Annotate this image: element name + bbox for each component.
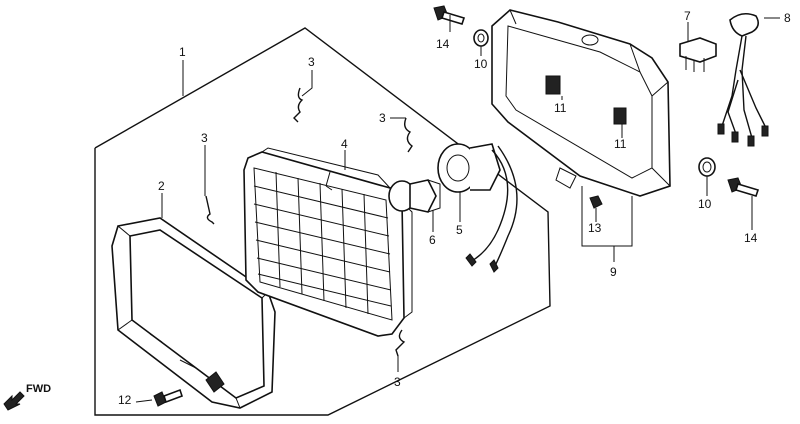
label-part-3-left: 3 bbox=[201, 131, 208, 145]
label-part-14-top: 14 bbox=[436, 37, 450, 51]
screw bbox=[153, 388, 184, 407]
nut bbox=[589, 195, 603, 209]
headlight-bulb bbox=[388, 179, 441, 213]
label-part-5: 5 bbox=[456, 223, 463, 237]
label-part-12: 12 bbox=[118, 393, 132, 407]
bolt-lower bbox=[727, 177, 760, 197]
headlight-case bbox=[491, 9, 671, 197]
sealed-beam-unit bbox=[243, 147, 413, 337]
label-part-6: 6 bbox=[429, 233, 436, 247]
fwd-label: FWD bbox=[26, 383, 51, 395]
spring-clip-upper bbox=[293, 87, 304, 123]
leader-lines bbox=[135, 15, 780, 403]
label-part-1: 1 bbox=[179, 45, 186, 59]
label-part-10-top: 10 bbox=[474, 57, 488, 71]
bulb-socket bbox=[437, 143, 518, 273]
label-part-14-bottom: 14 bbox=[744, 231, 758, 245]
headlight-rim bbox=[111, 217, 276, 409]
label-part-2: 2 bbox=[158, 179, 165, 193]
spring-clips bbox=[205, 87, 413, 357]
label-part-8: 8 bbox=[784, 11, 791, 25]
label-part-10-bottom: 10 bbox=[698, 197, 712, 211]
label-part-4: 4 bbox=[341, 137, 348, 151]
spring-clip-left bbox=[205, 195, 215, 225]
label-part-11-left: 11 bbox=[554, 101, 567, 115]
spring-clip-right bbox=[403, 117, 413, 153]
label-part-11-right: 11 bbox=[614, 137, 627, 151]
fwd-direction-arrow: FWD bbox=[3, 383, 51, 411]
assembly-outline bbox=[94, 27, 551, 416]
case-bracket-left bbox=[545, 75, 561, 95]
label-part-13: 13 bbox=[588, 221, 602, 235]
collar-upper bbox=[473, 29, 489, 47]
wire-harness bbox=[717, 12, 769, 147]
label-part-7: 7 bbox=[684, 9, 691, 23]
part-labels: 1 2 3 3 3 3 4 5 6 7 8 9 10 10 11 11 12 1… bbox=[118, 9, 791, 407]
label-part-3-bottom: 3 bbox=[394, 375, 401, 389]
harness-grommet bbox=[679, 37, 717, 72]
label-part-3-top: 3 bbox=[308, 55, 315, 69]
spring-clip-lower bbox=[395, 329, 406, 357]
collar-lower bbox=[698, 157, 716, 177]
label-part-3-right: 3 bbox=[379, 111, 386, 125]
bolt-upper bbox=[433, 5, 466, 25]
label-part-9: 9 bbox=[610, 265, 617, 279]
case-bracket-right bbox=[613, 107, 627, 125]
